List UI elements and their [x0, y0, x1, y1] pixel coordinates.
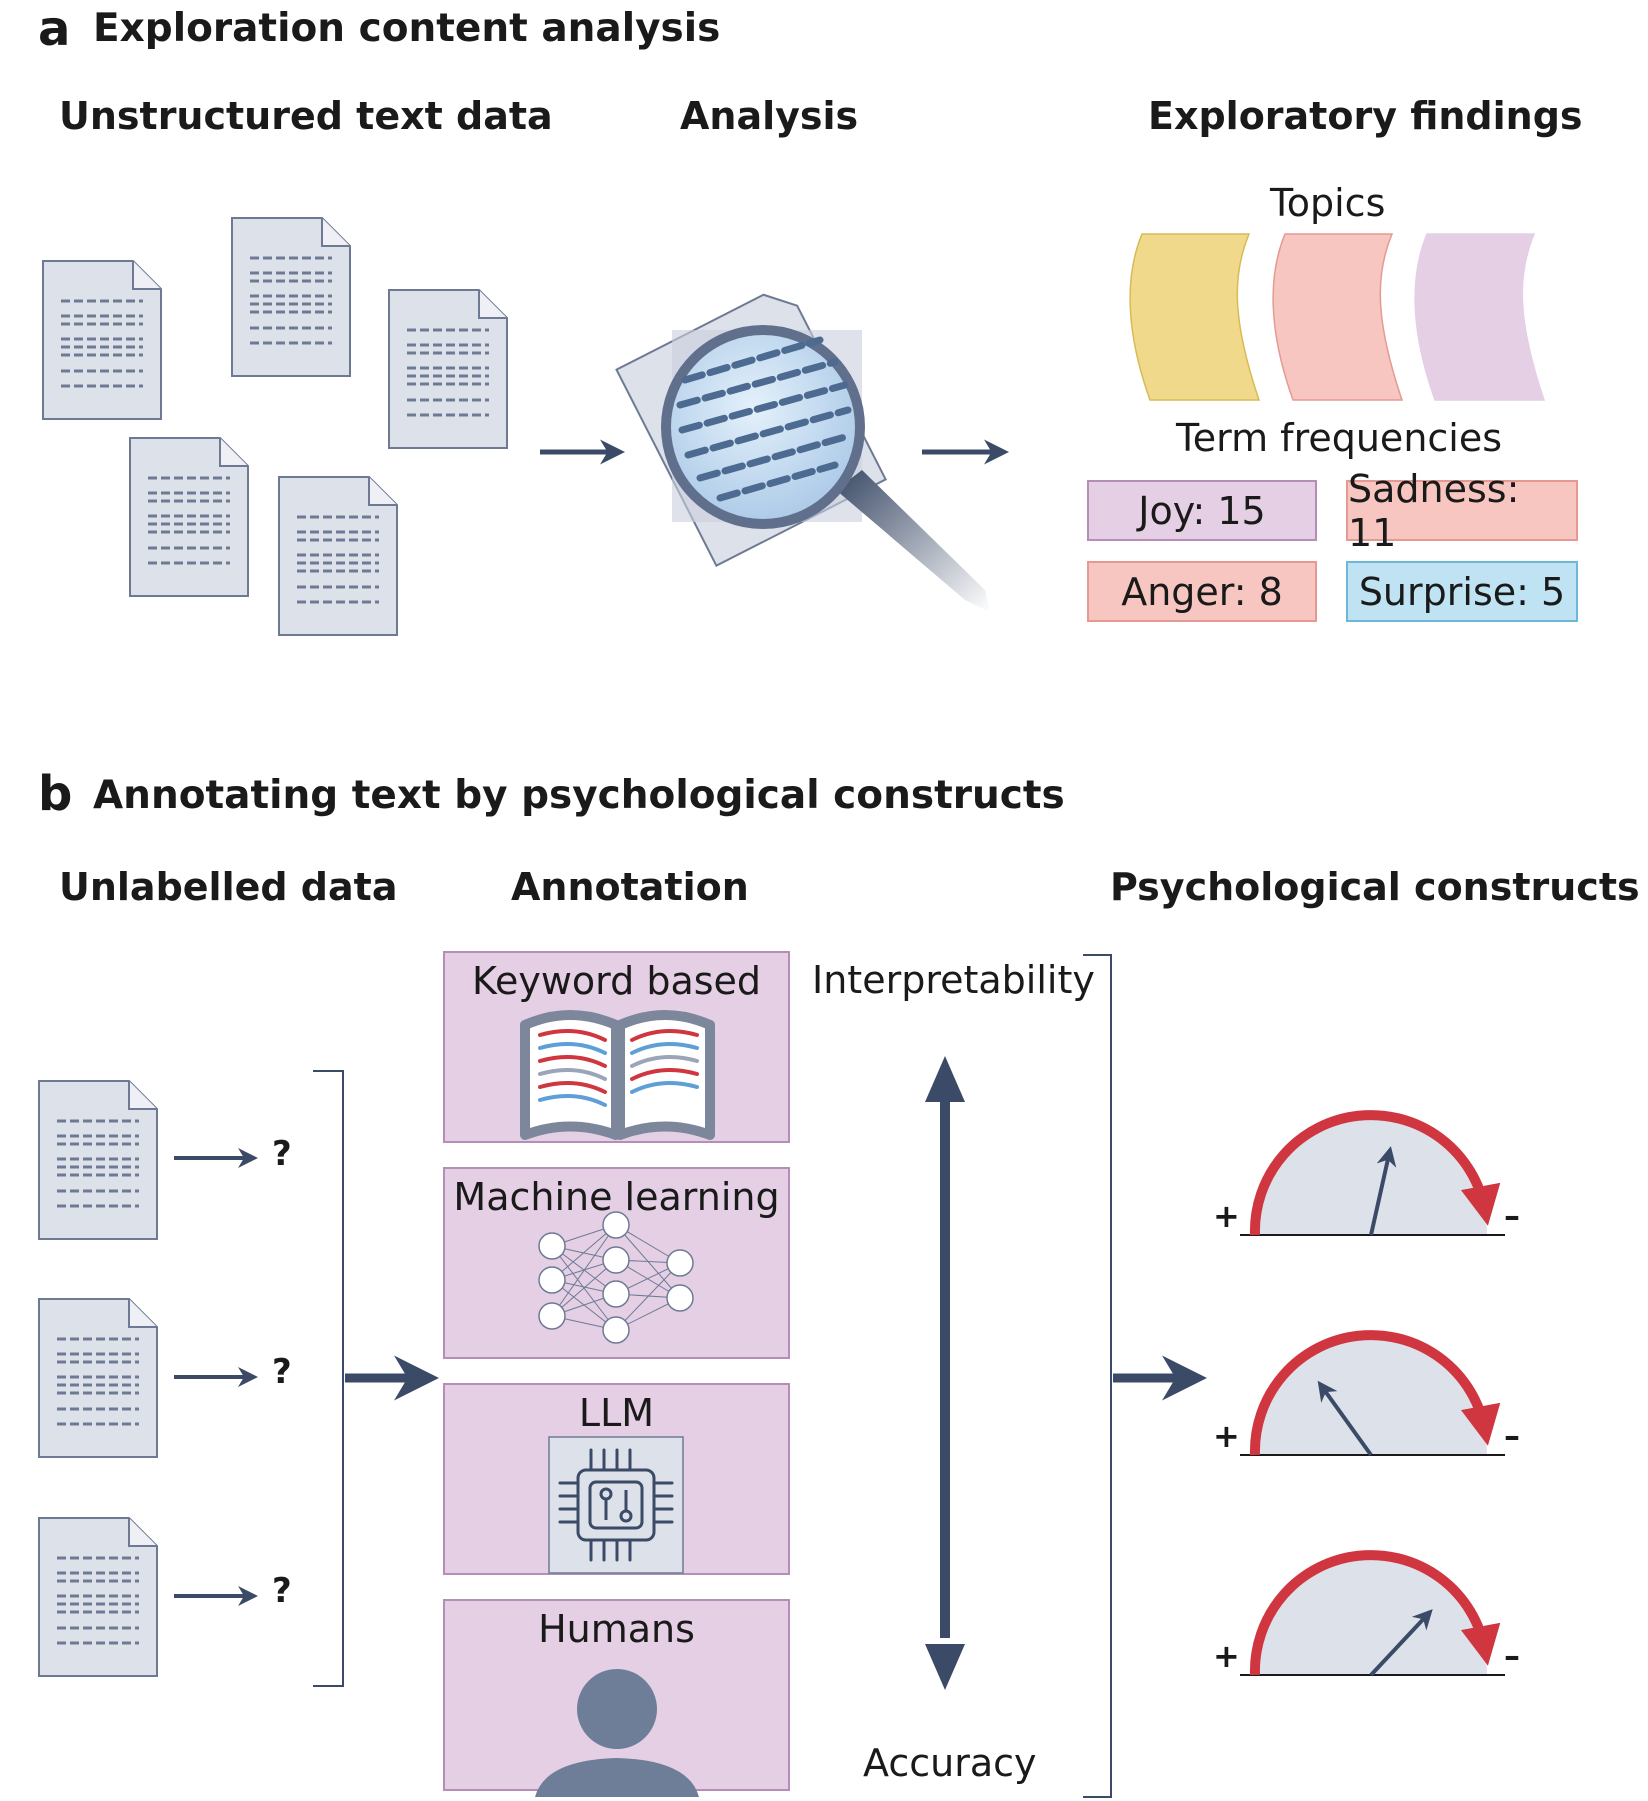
topic-banner-lilac: [1414, 233, 1546, 401]
gauge-2: [1240, 1330, 1505, 1457]
col-head-annotation: Annotation: [511, 865, 749, 909]
col-head-unlabelled: Unlabelled data: [59, 865, 398, 909]
unknown-label-1: ?: [272, 1134, 292, 1174]
topics-label: Topics: [1270, 181, 1386, 225]
gauge-1-plus: +: [1213, 1197, 1240, 1235]
gauge-3: [1240, 1550, 1505, 1677]
axis-interpretability-label: Interpretability: [812, 958, 1095, 1002]
gauge-3-plus: +: [1213, 1637, 1240, 1675]
gauge-2-plus: +: [1213, 1417, 1240, 1455]
panel-b-letter: b: [38, 766, 73, 822]
col-head-findings: Exploratory findings: [1148, 94, 1583, 138]
document-icon: [37, 1079, 159, 1678]
magnifier-icon: [615, 293, 990, 612]
chip-icon: [548, 1436, 684, 1574]
method-humans-label: Humans: [538, 1607, 695, 1651]
unknown-label-2: ?: [272, 1352, 292, 1392]
axis-accuracy-label: Accuracy: [863, 1741, 1037, 1785]
open-book-icon: [520, 1010, 715, 1140]
gauge-2-minus: –: [1504, 1417, 1520, 1455]
term-joy: Joy: 15: [1087, 480, 1317, 541]
col-head-unstructured: Unstructured text data: [59, 94, 553, 138]
method-ml-label: Machine learning: [453, 1175, 780, 1219]
panel-b-title: Annotating text by psychological constru…: [93, 773, 1065, 818]
term-surprise: Surprise: 5: [1346, 561, 1578, 622]
term-anger: Anger: 8: [1087, 561, 1317, 622]
methods-bracket: [1083, 954, 1112, 1798]
unknown-label-3: ?: [272, 1571, 292, 1611]
person-icon: [535, 1669, 699, 1797]
method-llm-label: LLM: [578, 1391, 655, 1435]
input-bracket: [313, 1070, 344, 1687]
col-head-constructs: Psychological constructs: [1110, 865, 1640, 909]
gauge-1: [1240, 1110, 1505, 1236]
gauge-3-minus: –: [1504, 1637, 1520, 1675]
term-frequencies-label: Term frequencies: [1176, 416, 1503, 460]
topic-banner-yellow: [1129, 233, 1261, 401]
col-head-analysis: Analysis: [680, 94, 859, 138]
tradeoff-arrow: [925, 1056, 965, 1690]
gauge-1-minus: –: [1504, 1197, 1520, 1235]
neural-network-icon: [538, 1211, 694, 1344]
panel-a-title: Exploration content analysis: [93, 6, 721, 51]
document-icon: [41, 216, 509, 637]
panel-a-letter: a: [38, 1, 71, 57]
topic-banner-pink: [1272, 233, 1404, 401]
method-keyword-label: Keyword based: [471, 959, 762, 1003]
